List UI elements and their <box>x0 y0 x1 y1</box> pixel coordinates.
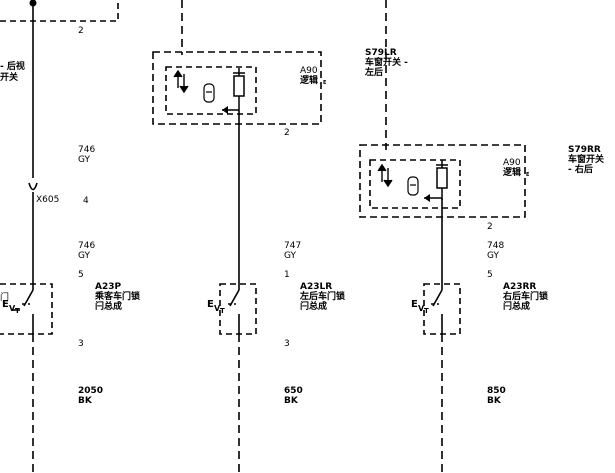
right-wire-bottom-color: BK <box>487 396 501 406</box>
right-pin: 2 <box>487 222 493 232</box>
middle-pin: 2 <box>284 128 290 138</box>
middle-evt-t: T <box>220 307 225 315</box>
middle-evt-v: V <box>214 304 221 313</box>
right-evt-v: V <box>418 304 425 313</box>
switch-s79lr-name-line2: 左后 <box>365 68 384 78</box>
middle-pin-1: 1 <box>284 270 290 280</box>
left-wire-mid-color: GY <box>78 251 91 261</box>
right-latch-switch <box>431 289 443 334</box>
left-top-dot <box>29 0 37 7</box>
middle-latch-name-line1: 左后车门锁 <box>300 292 346 302</box>
right-evt-t: T <box>424 307 429 315</box>
middle-pin-3: 3 <box>284 339 290 349</box>
left-partial-char: 门 <box>0 293 10 303</box>
right-pin-5: 5 <box>487 270 493 280</box>
right-latch-name-line1: 右后车门锁 <box>503 292 549 302</box>
left-wire-top-number: 746 <box>78 145 96 155</box>
middle-module-code: A90 <box>300 66 318 76</box>
middle-evt-e: E <box>207 299 214 310</box>
middle-car-seat-icon <box>203 83 215 103</box>
switch-s79rr-name-line2: - 右后 <box>568 165 593 175</box>
left-latch-name-line2: 闩总成 <box>95 302 123 312</box>
right-evt-e: E <box>411 299 418 310</box>
right-latch-name-line2: 闩总成 <box>503 302 531 312</box>
right-resistor <box>436 160 448 200</box>
left-wire-bottom-color: BK <box>78 396 92 406</box>
left-wire-mid-number: 746 <box>78 241 96 251</box>
middle-latch-switch <box>228 289 240 334</box>
left-partial-label-line1: - 后视 <box>0 62 25 72</box>
middle-latch-box <box>219 283 257 335</box>
middle-wire-color: GY <box>284 251 297 261</box>
right-car-seat-icon <box>407 176 419 196</box>
middle-updown-arrows-icon <box>173 69 189 94</box>
left-latch-switch <box>12 289 34 334</box>
connector-x605-label: X605 <box>36 195 60 205</box>
right-e-mark: E <box>526 172 530 178</box>
left-pin-top: 2 <box>78 26 84 36</box>
middle-wire-bottom-color: BK <box>284 396 298 406</box>
switch-s79rr-name-line1: 车窗开关 <box>568 155 605 165</box>
middle-module-outer-box <box>152 51 322 125</box>
left-wire-top-color: GY <box>78 155 91 165</box>
connector-x605-pin: 4 <box>83 196 89 206</box>
right-module-name: 逻辑 <box>503 168 522 178</box>
right-updown-arrows-icon <box>377 163 393 188</box>
left-partial-label-line2: 开关 <box>0 73 19 83</box>
middle-latch-code: A23LR <box>300 282 333 292</box>
switch-s79lr-code: S79LR <box>365 48 397 58</box>
right-wire-color: GY <box>487 251 500 261</box>
middle-wire-number: 747 <box>284 241 302 251</box>
left-pin-3: 3 <box>78 339 84 349</box>
left-evt-t: T <box>15 307 20 315</box>
left-wire-bottom-number: 2050 <box>78 386 104 396</box>
left-latch-box <box>0 283 53 335</box>
right-wire-number: 748 <box>487 241 505 251</box>
left-evt-v: V <box>9 304 16 313</box>
switch-s79rr-code: S79RR <box>568 145 601 155</box>
right-module-code: A90 <box>503 158 521 168</box>
left-evt-e: E <box>2 299 9 310</box>
right-wire-bottom-number: 850 <box>487 386 506 396</box>
switch-s79lr-name-line1: 车窗开关 - <box>365 58 408 68</box>
middle-e-mark: E <box>323 80 327 86</box>
middle-latch-name-line2: 闩总成 <box>300 302 328 312</box>
left-top-box <box>0 0 119 22</box>
middle-resistor <box>233 68 245 110</box>
left-latch-code: A23P <box>95 282 122 292</box>
right-latch-code: A23RR <box>503 282 537 292</box>
middle-module-inner-box <box>165 66 257 115</box>
left-latch-name-line1: 乘客车门锁 <box>95 292 141 302</box>
left-pin-5: 5 <box>78 270 84 280</box>
connector-x605-symbol <box>28 182 38 191</box>
right-module-inner-box <box>369 159 461 209</box>
middle-module-name: 逻辑 <box>300 76 319 86</box>
middle-wire-bottom-number: 650 <box>284 386 303 396</box>
